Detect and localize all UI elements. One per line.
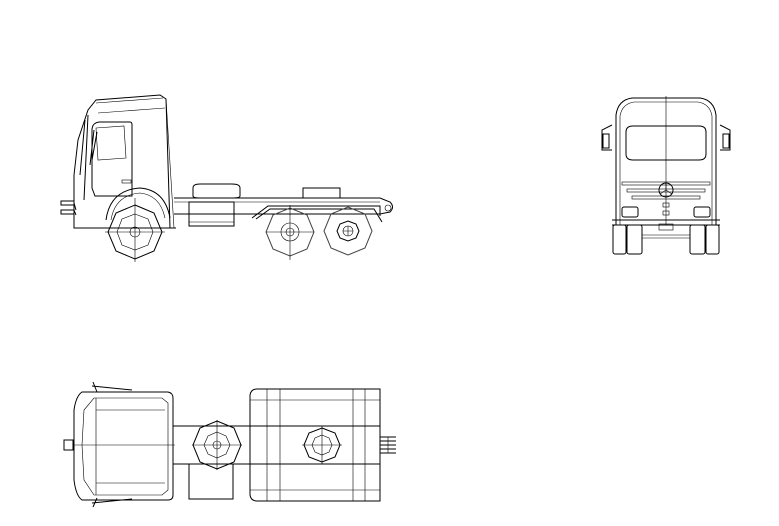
front-wheel [105,198,165,262]
front-cab [615,97,717,226]
mercedes-star-emblem [658,182,674,198]
top-cab [73,391,174,501]
top-view [63,381,396,508]
top-cargo-box [249,388,381,502]
top-rear-axle-hub [302,426,342,464]
windshield [625,125,707,161]
headlight-right [693,206,711,218]
side-view [60,94,393,262]
front-view [601,96,731,255]
tow-hook [384,204,392,212]
headlight-left [621,206,639,218]
top-tow-pin [63,439,74,451]
front-wheels [612,224,720,255]
rear-fender [251,205,383,223]
rear-wheel-1 [265,205,315,260]
top-front-axle-hub [192,420,242,470]
side-cab [60,94,176,229]
front-fender [105,187,171,221]
battery-box [302,187,341,199]
bumper-step-upper [60,200,75,206]
side-mirror [89,129,98,166]
top-rear-hitch [380,436,396,454]
top-mirrors [91,381,133,508]
side-window [95,125,127,161]
fuel-tank [188,183,241,227]
top-fuel-tank [188,463,234,500]
side-door [91,121,133,197]
bumper-step-lower [60,209,75,215]
front-mirrors [601,124,731,151]
rear-wheel-2 [323,206,373,256]
